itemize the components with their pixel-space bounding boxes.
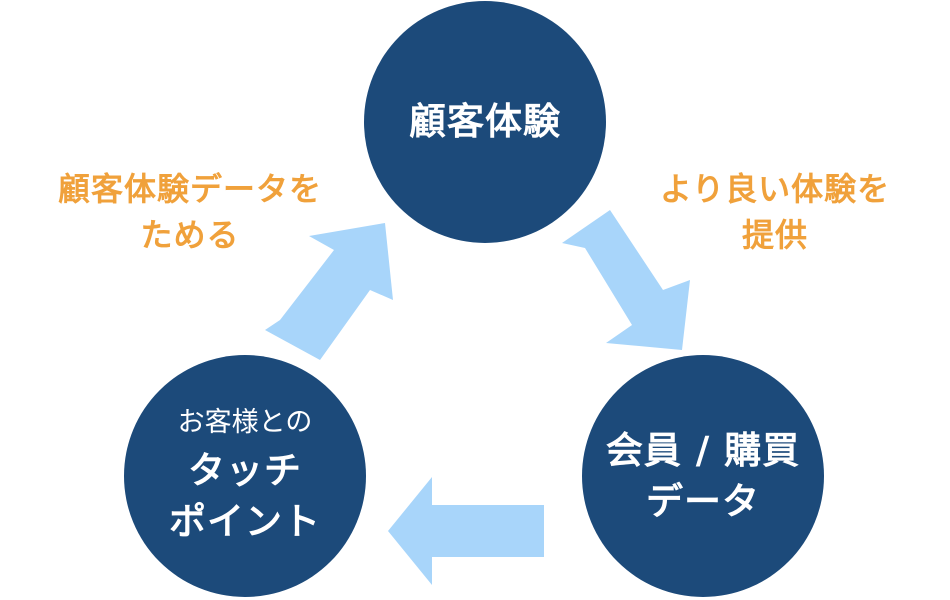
node-customer-touchpoint-line1: タッチ: [188, 448, 302, 492]
node-member-purchase-data-line1: 会員 / 購買: [605, 428, 801, 472]
caption-accumulate-data-line1: 顧客体験データを: [57, 170, 322, 208]
arrow-left-to-top: [265, 223, 393, 360]
node-customer-experience-label: 顧客体験: [409, 100, 561, 144]
caption-provide-experience-line2: 提供: [741, 216, 808, 255]
node-customer-touchpoint-line2: ポイント: [169, 499, 321, 543]
caption-provide-experience-line1: より良い体験を: [659, 170, 891, 208]
caption-accumulate-data-line2: ためる: [140, 216, 240, 255]
node-member-purchase-data-line2: データ: [646, 480, 760, 523]
caption-accumulate-data: 顧客体験データを ためる: [30, 166, 350, 259]
arrow-right-to-left: [388, 477, 544, 585]
node-customer-touchpoint: お客様との タッチ ポイント: [124, 355, 366, 597]
node-customer-experience: 顧客体験: [364, 1, 606, 243]
arrow-top-to-right: [562, 210, 690, 350]
node-customer-touchpoint-small: お客様との: [177, 407, 313, 439]
caption-provide-experience: より良い体験を 提供: [620, 166, 930, 259]
node-member-purchase-data: 会員 / 購買 データ: [582, 355, 824, 597]
